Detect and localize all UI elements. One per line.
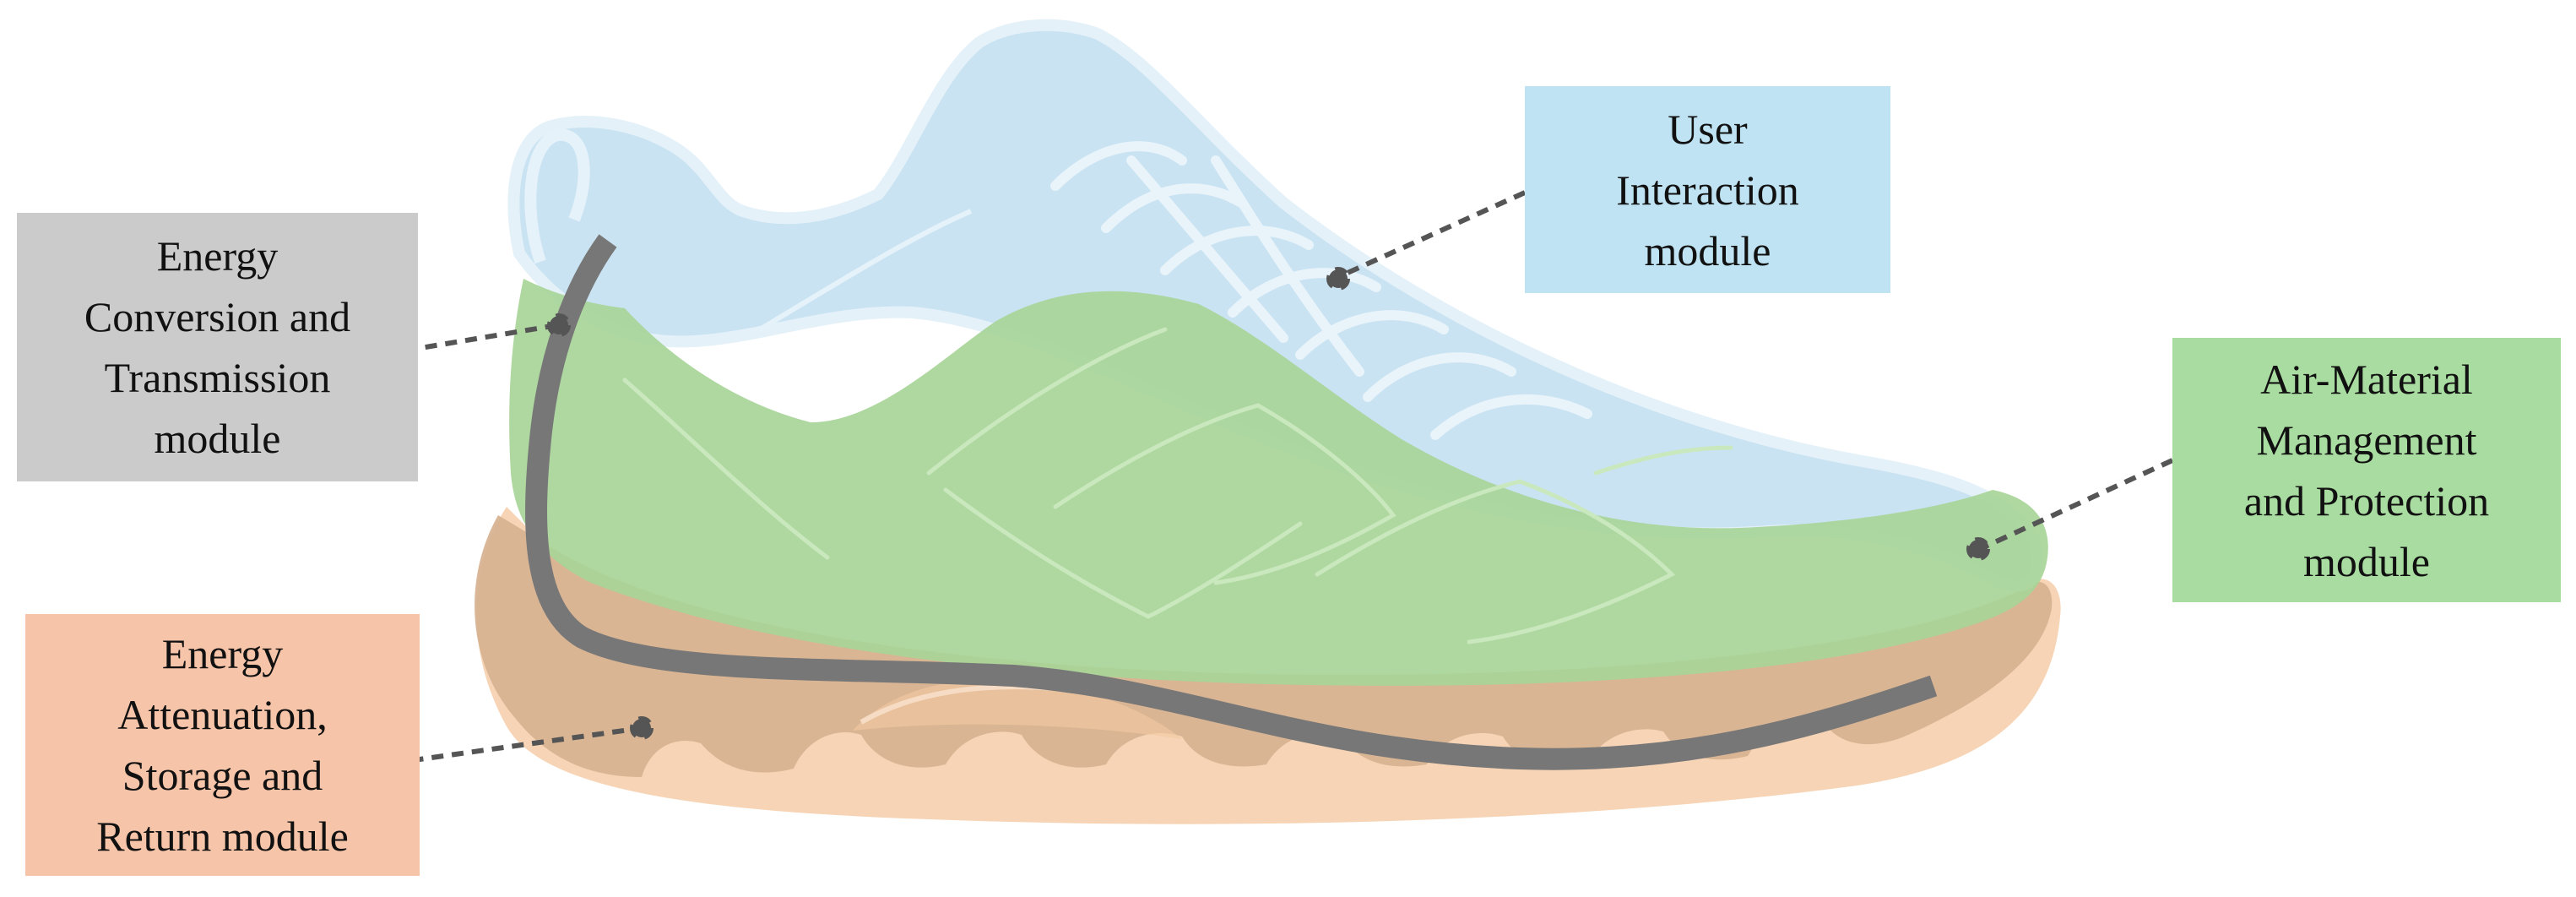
carbon-plate xyxy=(525,234,1938,770)
label-user-interaction-module: User Interaction module xyxy=(1525,86,1890,293)
label-energy-attenuation-module: Energy Attenuation, Storage and Return m… xyxy=(25,614,420,876)
upper-stitch-line xyxy=(758,209,973,332)
leader-line-user xyxy=(1337,190,1527,280)
midfoot-region xyxy=(509,279,2048,686)
laces xyxy=(1050,141,1592,440)
leader-dot-user xyxy=(1326,267,1350,291)
midfoot-panel xyxy=(509,279,2048,686)
leader-line-conversion xyxy=(404,323,558,353)
leader-dot-air xyxy=(1966,537,1990,561)
leader-dot-conversion xyxy=(547,313,571,337)
outsole-body xyxy=(475,515,2053,777)
leader-line-air xyxy=(1978,458,2174,552)
leader-lines xyxy=(371,190,2174,769)
midfoot-panel-lines xyxy=(622,327,1733,644)
label-energy-conversion-module: Energy Conversion and Transmission modul… xyxy=(17,213,418,481)
leader-dot-attenuation xyxy=(630,716,653,740)
label-air-material-module: Air-Material Management and Protection m… xyxy=(2172,338,2561,602)
heel-pull-loop xyxy=(524,128,590,264)
